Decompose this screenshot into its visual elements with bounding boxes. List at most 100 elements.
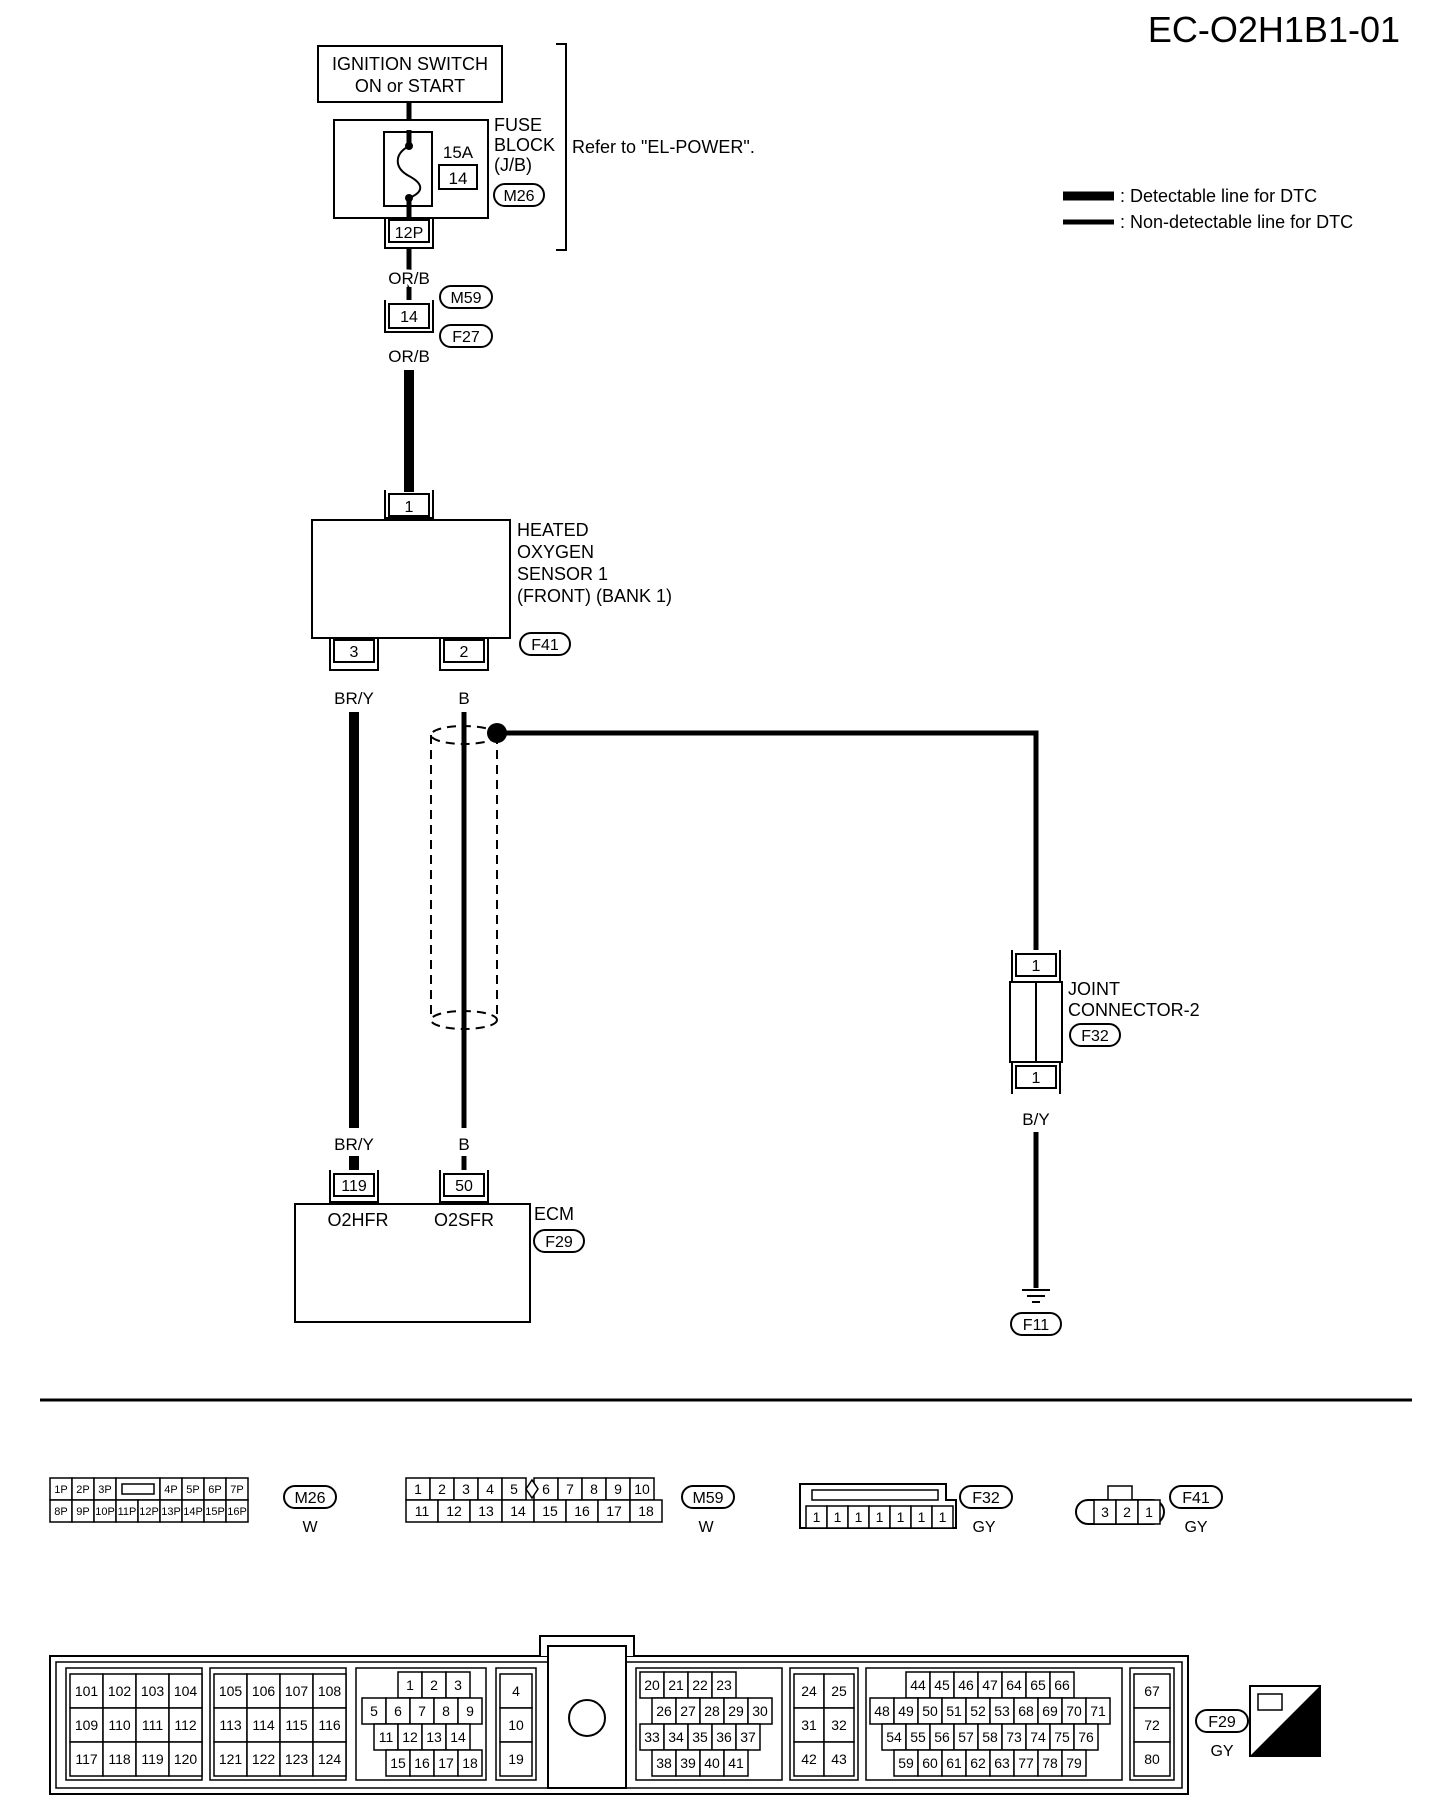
f29-pin-110-cell (102, 1707, 137, 1743)
f29-pin-103-cell (135, 1673, 170, 1709)
f29-pin-25: 25 (831, 1683, 847, 1699)
f29-pin-18: 18 (462, 1755, 478, 1771)
f32-id: F32 (972, 1490, 1000, 1507)
m26-pin-9P: 9P (76, 1506, 89, 1518)
f29-pin-53: 53 (994, 1703, 1010, 1719)
f29-pin-43-cell (823, 1741, 855, 1777)
f32-pin-5: 1 (897, 1509, 905, 1525)
fuse-label-2: BLOCK (494, 135, 555, 155)
f29-pin-48: 48 (874, 1703, 890, 1719)
m59-pin-8: 8 (590, 1481, 598, 1497)
f29-pin-60: 60 (922, 1755, 938, 1771)
refer-note: Refer to "EL-POWER". (572, 137, 755, 157)
m59-pin-18-cell (629, 1499, 663, 1523)
f29-pin-30-cell (747, 1697, 773, 1725)
m59-pin-12: 12 (446, 1503, 462, 1519)
f29-pin-107-cell (279, 1673, 314, 1709)
m59-color: W (698, 1519, 714, 1536)
ground-symbol: F11 (1010, 1289, 1062, 1336)
f29-pin-49: 49 (898, 1703, 914, 1719)
wire-color-or-b-top: OR/B (388, 269, 430, 288)
sensor-label-3: SENSOR 1 (517, 564, 608, 584)
f29-pin-24: 24 (801, 1683, 817, 1699)
f41-pin-1-cell (1137, 1499, 1161, 1525)
f29-pin-51: 51 (946, 1703, 962, 1719)
f29-pin-20: 20 (644, 1677, 660, 1693)
f32-pin-2: 1 (834, 1509, 842, 1525)
f29-pin-33: 33 (644, 1729, 660, 1745)
f29-pin-58: 58 (982, 1729, 998, 1745)
m26-pin-3P: 3P (98, 1484, 111, 1496)
wire-color-b-y: B/Y (1022, 1110, 1049, 1129)
f29-pin-113: 113 (219, 1717, 242, 1733)
joint-label-2: CONNECTOR-2 (1068, 1000, 1200, 1020)
f29-pin-103: 103 (141, 1683, 165, 1699)
f29-group-5 (635, 1667, 783, 1781)
f29-pin-121: 121 (219, 1751, 243, 1767)
m59-pin-11: 11 (415, 1503, 430, 1519)
sensor-pin-3: 3 (350, 644, 359, 661)
f29-pin-64: 64 (1006, 1677, 1022, 1693)
f29-pin-123: 123 (285, 1751, 309, 1767)
wire-color-b-bottom: B (458, 1135, 469, 1154)
f32-color: GY (972, 1519, 995, 1536)
f32-pin-7: 1 (939, 1509, 947, 1525)
m26-pin-1P: 1P (54, 1484, 67, 1496)
f29-pin-23: 23 (716, 1677, 732, 1693)
f32-pin-4: 1 (876, 1509, 884, 1525)
f29-pin-115: 115 (285, 1717, 308, 1733)
f29-pin-118: 118 (108, 1751, 131, 1767)
m59-pin-6: 6 (542, 1481, 550, 1497)
f29-pin-65: 65 (1030, 1677, 1046, 1693)
m59-pin-4: 4 (486, 1481, 494, 1497)
m59-pin-15: 15 (542, 1503, 558, 1519)
f29-pin-52-cell (965, 1697, 991, 1725)
f29-pin-42-cell (793, 1741, 825, 1777)
hs-label: H.S. (1282, 1734, 1317, 1754)
f29-pin-17-cell (433, 1749, 459, 1777)
f29-pin-41: 41 (728, 1755, 744, 1771)
f29-pin-19: 19 (508, 1751, 524, 1767)
f29-pin-68: 68 (1018, 1703, 1034, 1719)
f29-pin-110: 110 (108, 1717, 131, 1733)
f29-pin-49-cell (893, 1697, 919, 1725)
f29-pin-55: 55 (910, 1729, 926, 1745)
f29-pin-20-cell (639, 1671, 665, 1699)
fuse-amps: 15A (443, 143, 474, 162)
f29-pin-104-cell (168, 1673, 203, 1709)
ecm-pin-50: 50 (455, 1178, 473, 1195)
m59-pin-17: 17 (606, 1503, 622, 1519)
f29-pin-19-cell (499, 1741, 533, 1777)
f29-pin-42: 42 (801, 1751, 817, 1767)
f29-pin-18-cell (457, 1749, 483, 1777)
wire-color-br-y-top: BR/Y (334, 689, 374, 708)
m59-pin-1: 1 (414, 1481, 422, 1497)
m59-pin-10: 10 (634, 1481, 650, 1497)
joint-label-1: JOINT (1068, 979, 1120, 999)
f41-color: GY (1184, 1519, 1207, 1536)
f29-pin-16: 16 (414, 1755, 430, 1771)
f29-pin-3: 3 (454, 1677, 462, 1693)
f29-pin-78-cell (1037, 1749, 1063, 1777)
f29-pin-31-cell (793, 1707, 825, 1743)
f29-pin-112: 112 (174, 1717, 197, 1733)
fuse-pin: 12P (395, 225, 423, 242)
ecm-terminal-o2sfr: O2SFR (434, 1210, 494, 1230)
m26-pin-14P: 14P (183, 1506, 203, 1518)
f29-pin-105: 105 (219, 1683, 243, 1699)
f29-pin-1: 1 (406, 1677, 414, 1693)
f29-pin-112-cell (168, 1707, 203, 1743)
m26-pin-7P: 7P (230, 1484, 243, 1496)
f29-pin-74: 74 (1030, 1729, 1046, 1745)
f29-pin-38-cell (651, 1749, 677, 1777)
f29-pin-79: 79 (1066, 1755, 1082, 1771)
f29-pin-26: 26 (656, 1703, 672, 1719)
f29-pin-33-cell (639, 1723, 665, 1751)
m26-pin-2P: 2P (76, 1484, 89, 1496)
f29-pin-73: 73 (1006, 1729, 1022, 1745)
m26-pin-16P: 16P (227, 1506, 247, 1518)
f41-key (1107, 1485, 1133, 1501)
f29-pin-29: 29 (728, 1703, 744, 1719)
f29-pin-70: 70 (1066, 1703, 1082, 1719)
